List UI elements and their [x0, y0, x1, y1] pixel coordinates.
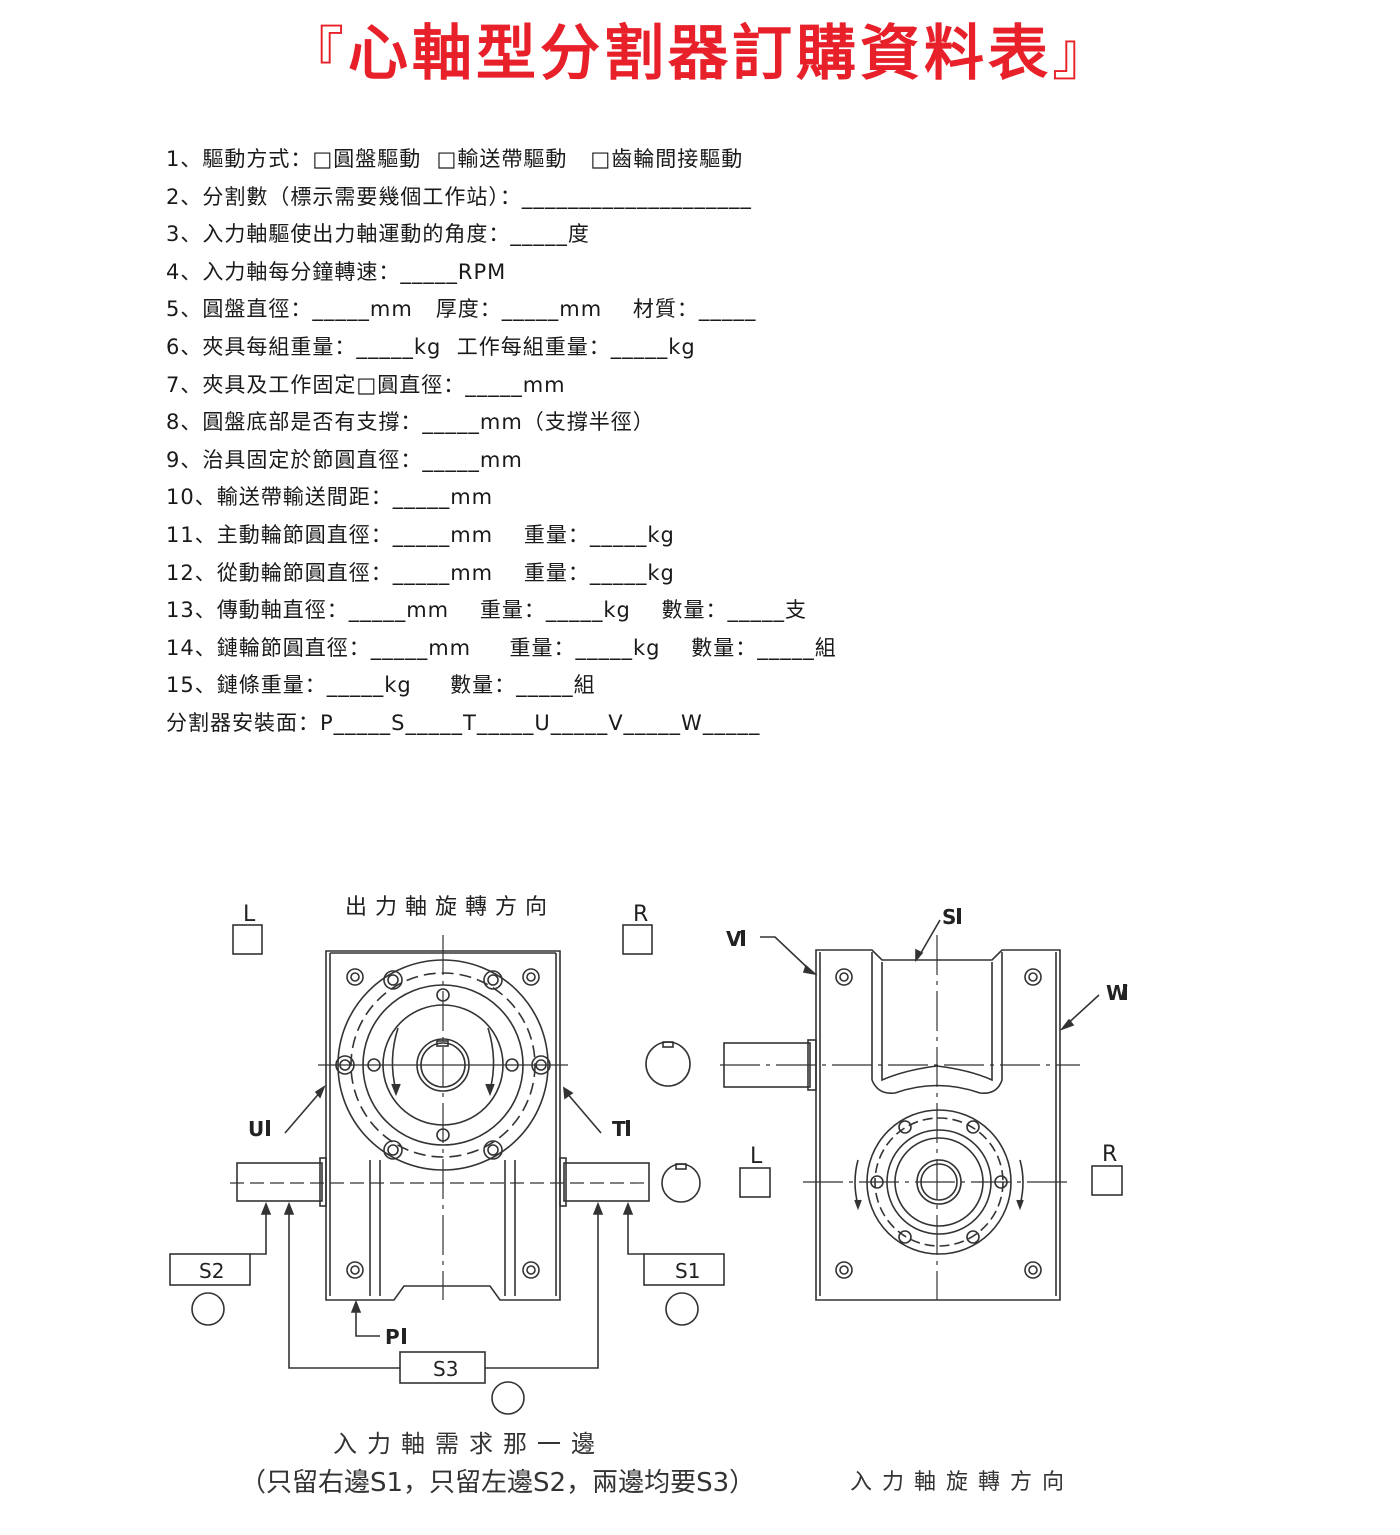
- front-label-R: R: [633, 902, 648, 927]
- item-chain[interactable]: 15、鏈條重量：_____kg 數量：_____組: [166, 673, 596, 698]
- s2-label: S2: [199, 1259, 224, 1283]
- item-driven-wheel[interactable]: 12、從動輪節圓直徑：_____mm 重量：_____kg: [166, 560, 675, 585]
- side-label-L: L: [750, 1144, 763, 1169]
- face-label-V: V: [726, 927, 742, 951]
- title-text: 心軸型分割器訂購資料表: [348, 19, 1052, 89]
- input-side-caption: 入力軸需求那一邊: [333, 1430, 605, 1458]
- item-input-rpm[interactable]: 4、入力軸每分鐘轉速：_____RPM: [166, 259, 507, 284]
- output-rotation-heading: 出力軸旋轉方向: [345, 895, 555, 920]
- item-jig-pitch-diameter[interactable]: 9、治具固定於節圓直徑：_____mm: [166, 447, 523, 472]
- face-label-W: W: [1106, 981, 1128, 1005]
- item-sprocket[interactable]: 14、鏈輪節圓直徑：_____mm 重量：_____kg 數量：_____組: [166, 635, 837, 660]
- front-view: 出力軸旋轉方向 L R: [169, 895, 725, 1415]
- s3-box: [399, 1351, 486, 1384]
- s1-check-circle[interactable]: [665, 1292, 699, 1326]
- title-open-bracket: 『: [285, 20, 348, 88]
- side-label-R: R: [1102, 1142, 1117, 1167]
- s3-label: S3: [433, 1357, 458, 1381]
- order-form-items: 1、驅動方式：□圓盤驅動 □輸送帶驅動 □齒輪間接驅動 2、分割數（標示需要幾個…: [166, 141, 837, 743]
- front-label-L: L: [243, 902, 256, 927]
- side-view: V S W L R: [720, 905, 1128, 1301]
- item-driving-wheel[interactable]: 11、主動輪節圓直徑：_____mm 重量：_____kg: [166, 522, 675, 547]
- input-rotation-caption: 入力軸旋轉方向: [850, 1470, 1075, 1495]
- side-ccw-arrow-icon: [854, 1159, 859, 1206]
- checkbox-output-R[interactable]: [622, 924, 653, 955]
- front-body-outline: [325, 950, 561, 1301]
- item-mounting-face[interactable]: 分割器安裝面：P_____S_____T_____U_____V_____W__…: [166, 710, 761, 735]
- item-disc-support[interactable]: 8、圓盤底部是否有支撐：_____mm（支撐半徑）: [166, 410, 655, 435]
- input-side-note: （只留右邊S1，只留左邊S2，兩邊均要S3）: [240, 1468, 756, 1498]
- item-conveyor-pitch[interactable]: 10、輸送帶輸送間距：_____mm: [166, 485, 494, 510]
- right-input-shaft: [563, 1162, 650, 1202]
- side-input-shaft: [723, 1042, 811, 1088]
- checkbox-output-L[interactable]: [232, 924, 263, 955]
- ccw-arrow-icon: [391, 1027, 399, 1091]
- item-index-count[interactable]: 2、分割數（標示需要幾個工作站）：____________________: [166, 184, 752, 209]
- title-close-bracket: 』: [1052, 20, 1115, 88]
- cw-arrow-icon: [487, 1027, 495, 1091]
- s2-box: [169, 1253, 251, 1286]
- item-fixture-diameter[interactable]: 7、夾具及工作固定□圓直徑：_____mm: [166, 372, 566, 397]
- face-label-P: P: [385, 1325, 400, 1349]
- face-label-S: S: [942, 905, 956, 929]
- face-label-T: T: [612, 1117, 626, 1141]
- s2-check-circle[interactable]: [191, 1292, 225, 1326]
- item-disc-spec[interactable]: 5、圓盤直徑：_____mm 厚度：_____mm 材質：_____: [166, 297, 757, 322]
- indexer-diagram: 出力軸旋轉方向 L R: [169, 895, 1128, 1415]
- left-input-shaft: [236, 1162, 323, 1202]
- s1-label: S1: [675, 1259, 700, 1283]
- item-fixture-weight[interactable]: 6、夾具每組重量：_____kg 工作每組重量：_____kg: [166, 334, 696, 359]
- s1-box: [643, 1253, 725, 1286]
- checkbox-input-R[interactable]: [1091, 1165, 1123, 1196]
- s3-check-circle[interactable]: [491, 1381, 525, 1415]
- checkbox-input-L[interactable]: [739, 1167, 771, 1198]
- page-title: 『心軸型分割器訂購資料表』: [0, 14, 1400, 94]
- item-drive-method[interactable]: 1、驅動方式：□圓盤驅動 □輸送帶驅動 □齒輪間接驅動: [166, 147, 744, 171]
- item-drive-angle[interactable]: 3、入力軸驅使出力軸運動的角度：_____度: [166, 222, 590, 247]
- side-body-outline: [815, 949, 1061, 1301]
- face-label-U: U: [248, 1117, 264, 1141]
- item-drive-shaft[interactable]: 13、傳動軸直徑：_____mm 重量：_____kg 數量：_____支: [166, 598, 808, 623]
